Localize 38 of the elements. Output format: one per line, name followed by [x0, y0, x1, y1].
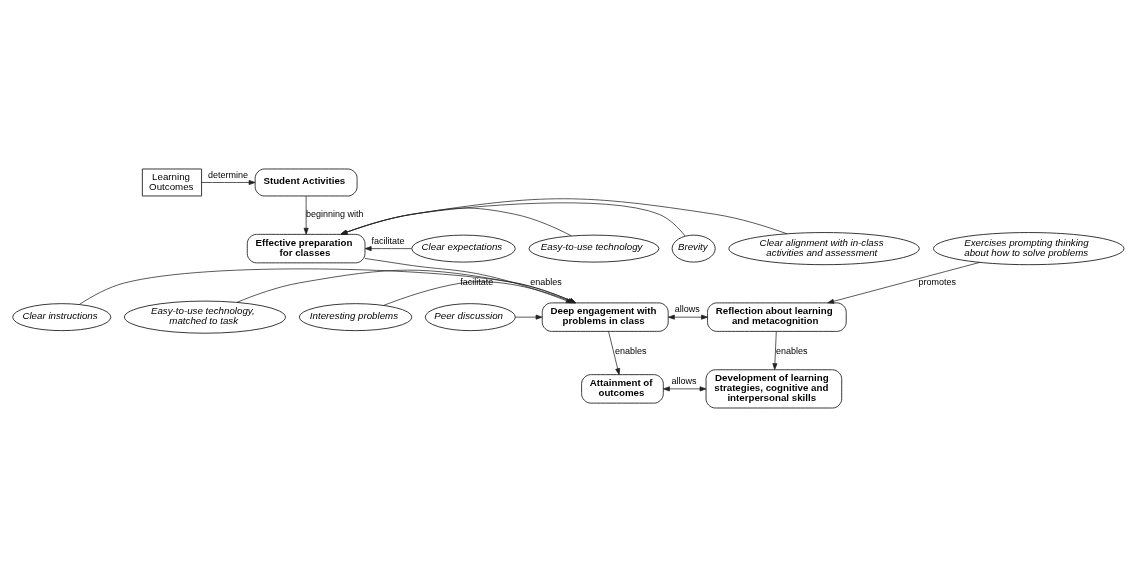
node-ellipse: Exercises prompting thinking about how to solve problems: [933, 231, 1125, 265]
arrow: [340, 197, 788, 235]
node-box: Reflection about learning and metacognition: [707, 301, 847, 332]
edge-label: beginning with: [306, 208, 364, 219]
node-ellipse: Easy-to-use technology: [528, 234, 660, 263]
edge-label: enables: [776, 345, 808, 356]
node-box: Learning Outcomes: [141, 168, 202, 196]
edge-label: allows: [671, 375, 697, 386]
arrow: [663, 385, 707, 391]
node-ellipse: Brevity: [671, 234, 716, 263]
arrow: [340, 201, 686, 236]
node-ellipse: Interesting problems: [298, 302, 413, 331]
edge-label: enables: [530, 276, 562, 287]
arrow: [364, 245, 412, 251]
edge-label: promotes: [918, 276, 956, 287]
node-box: Student Activities: [254, 168, 358, 196]
node-ellipse: Easy-to-use technology, matched to task: [123, 300, 286, 334]
node-box: Development of learning strategies, cognitive and interpersonal skills: [705, 368, 843, 408]
edge-label: determine: [208, 169, 249, 180]
node-ellipse: Clear alignment with in-class activities and assessment: [728, 231, 920, 265]
edge-label: allows: [674, 303, 700, 314]
arrow: [514, 314, 543, 320]
edge-label: facilitate: [460, 276, 494, 287]
arrow: [827, 261, 981, 304]
node-ellipse: Clear instructions: [12, 302, 112, 331]
arrow: [201, 179, 256, 185]
arrow: [608, 330, 621, 375]
node-box: Effective preparation for classes: [246, 233, 366, 263]
arrow: [772, 330, 778, 370]
edge-label: facilitate: [371, 235, 405, 246]
arrow: [303, 195, 309, 235]
arrow: [340, 207, 572, 236]
arrow: [668, 314, 708, 320]
node-ellipse: Clear expectations: [411, 234, 516, 263]
node-ellipse: Peer discussion: [424, 302, 516, 331]
node-box: Attainment of outcomes: [581, 373, 664, 404]
node-box: Deep engagement with problems in class: [541, 301, 669, 332]
edge-label: enables: [614, 345, 647, 356]
